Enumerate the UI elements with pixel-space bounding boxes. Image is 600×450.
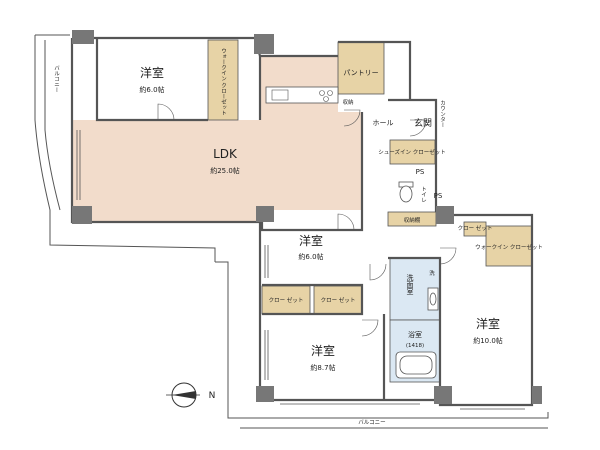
balcony-west-outline (34, 34, 216, 262)
washroom-label: 洗面室 (406, 273, 414, 295)
bathroom-label: 浴室 (408, 330, 422, 339)
pillars (72, 30, 542, 404)
toilet-icon (398, 181, 414, 203)
pantry-fill (337, 41, 385, 95)
ldk-area: 約25.0帖 (210, 166, 240, 175)
counter-label: カウンター (439, 100, 446, 128)
bedroom-center-area: 約6.0帖 (298, 252, 323, 261)
storage-small-label: 収納 (342, 98, 354, 106)
hall-floor (362, 100, 407, 230)
entrance-label: 玄関 (414, 117, 432, 129)
walkin-closet-nw-fill (207, 39, 239, 121)
closet-b-label: クロー ゼット (321, 296, 356, 304)
bedroom-sw-name: 洋室 (311, 343, 335, 358)
bathtub-icon (395, 351, 437, 379)
bedroom-nw-name: 洋室 (140, 65, 164, 80)
shoes-closet-label: シューズイン クローゼット (378, 148, 445, 156)
closet-small-se-label: クロー ゼット (458, 224, 493, 232)
closet-a-label: クロー ゼット (269, 296, 304, 304)
bedroom-center-name: 洋室 (299, 233, 323, 248)
sink (271, 89, 289, 101)
stove-icon (319, 90, 333, 102)
walkin-closet-se-label: ウォークイン クローゼット (475, 243, 543, 251)
ldk-name: LDK (213, 147, 238, 161)
walkin-closet-se-fill (485, 225, 533, 267)
bedroom-se-name: 洋室 (476, 316, 500, 331)
bedroom-sw-area: 約8.7帖 (310, 363, 335, 372)
bedroom-center-floor (262, 215, 362, 285)
pantry-label: パントリー (343, 69, 378, 77)
balcony-south-outline (215, 261, 549, 429)
bedroom-se-area: 約10.0帖 (473, 336, 503, 345)
wash-basin-icon (427, 287, 439, 311)
washer-label: 洗 (429, 269, 435, 277)
bedroom-nw-area: 約6.0帖 (139, 85, 164, 94)
bedroom-nw-floor (97, 40, 208, 120)
toilet-label: トイレ (420, 186, 427, 203)
bath-size-label: (1418) (406, 343, 424, 349)
ps2-label: PS (434, 192, 443, 200)
balcony-south-label: バルコニー (358, 419, 385, 426)
compass-icon (166, 382, 200, 408)
closet-a-fill (261, 285, 311, 315)
balcony-west-label: バルコニー (53, 65, 60, 93)
bedroom-sw-floor (262, 315, 384, 400)
kitchen-counter-icon (265, 86, 339, 104)
ps1-label: PS (416, 168, 425, 176)
storage-shelf-label: 収納棚 (404, 216, 421, 224)
hall-label: ホール (373, 119, 394, 127)
north-label: N (209, 391, 216, 401)
doors (157, 103, 457, 337)
walkin-closet-nw-label: ウォークイン クローゼット (220, 48, 227, 116)
windows (76, 130, 525, 410)
closet-small-se-fill (463, 221, 487, 237)
